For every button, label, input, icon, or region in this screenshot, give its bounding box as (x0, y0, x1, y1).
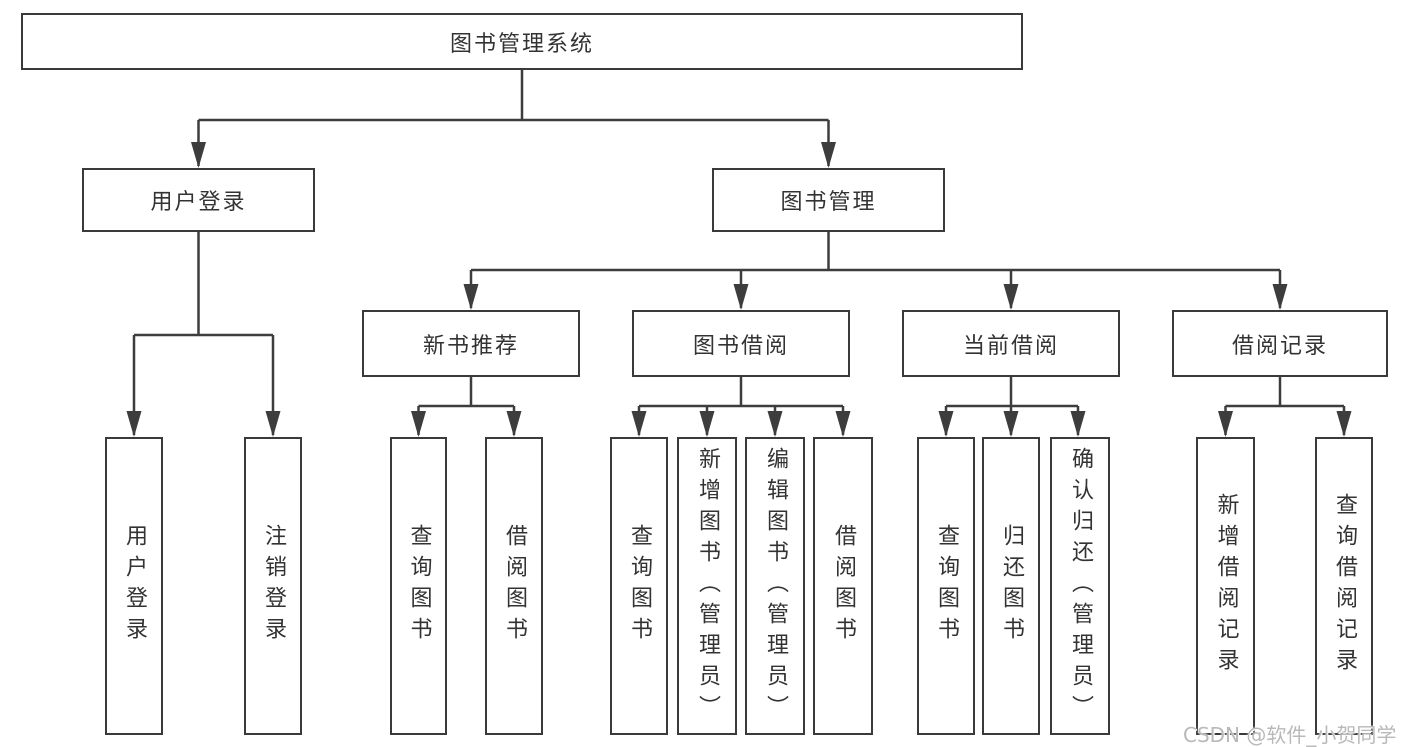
node-user-login-label: 用户登录 (150, 190, 247, 215)
leaf-query-books-borrow-label: 查询图书 (627, 524, 652, 648)
leaf-add-borrow-record-label: 新增借阅记录 (1213, 493, 1239, 679)
leaf-edit-books-admin: 编辑图书（管理员） (745, 437, 805, 735)
leaf-return-books: 归还图书 (982, 437, 1040, 735)
leaf-query-books-recommend: 查询图书 (390, 437, 447, 735)
leaf-borrow-books: 借阅图书 (813, 437, 873, 735)
leaf-confirm-return-admin: 确认归还（管理员） (1050, 437, 1110, 735)
node-new-book-recommend: 新书推荐 (362, 310, 580, 377)
node-book-management-label: 图书管理 (780, 190, 877, 215)
leaf-return-books-label: 归还图书 (999, 524, 1024, 648)
leaf-edit-books-admin-label: 编辑图书（管理员） (763, 446, 788, 726)
leaf-query-books-current-label: 查询图书 (934, 524, 959, 648)
node-new-book-recommend-label: 新书推荐 (422, 333, 519, 359)
leaf-user-login-label: 用户登录 (122, 524, 147, 648)
node-library-system-label: 图书管理系统 (449, 31, 594, 57)
leaf-user-login: 用户登录 (105, 437, 163, 735)
leaf-add-books-admin-label: 新增图书（管理员） (695, 446, 720, 726)
node-current-borrowing-label: 当前借阅 (962, 333, 1059, 359)
leaf-query-borrow-record: 查询借阅记录 (1315, 437, 1373, 735)
csdn-watermark: CSDN @软件_小贺同学 (1183, 723, 1397, 747)
node-book-borrowing-label: 图书借阅 (692, 333, 789, 359)
leaf-borrow-books-label: 借阅图书 (831, 524, 856, 648)
node-borrowing-records-label: 借阅记录 (1231, 333, 1328, 359)
node-current-borrowing: 当前借阅 (902, 310, 1120, 377)
node-borrowing-records: 借阅记录 (1172, 310, 1388, 377)
leaf-logout-label: 注销登录 (261, 524, 286, 648)
leaf-query-books-borrow: 查询图书 (610, 437, 668, 735)
leaf-logout: 注销登录 (244, 437, 302, 735)
leaf-confirm-return-admin-label: 确认归还（管理员） (1068, 446, 1093, 726)
leaf-add-books-admin: 新增图书（管理员） (677, 437, 737, 735)
node-user-login: 用户登录 (82, 168, 315, 232)
leaf-borrow-books-recommend-label: 借阅图书 (502, 524, 527, 648)
arrowhead-icons (126, 142, 1352, 437)
leaf-query-borrow-record-label: 查询借阅记录 (1332, 493, 1357, 679)
leaf-borrow-books-recommend: 借阅图书 (485, 437, 543, 735)
leaf-query-books-recommend-label: 查询图书 (406, 524, 432, 648)
leaf-add-borrow-record: 新增借阅记录 (1196, 437, 1255, 735)
node-book-borrowing: 图书借阅 (632, 310, 850, 377)
node-book-management: 图书管理 (712, 168, 945, 232)
node-library-system: 图书管理系统 (21, 13, 1023, 70)
leaf-query-books-current: 查询图书 (917, 437, 975, 735)
